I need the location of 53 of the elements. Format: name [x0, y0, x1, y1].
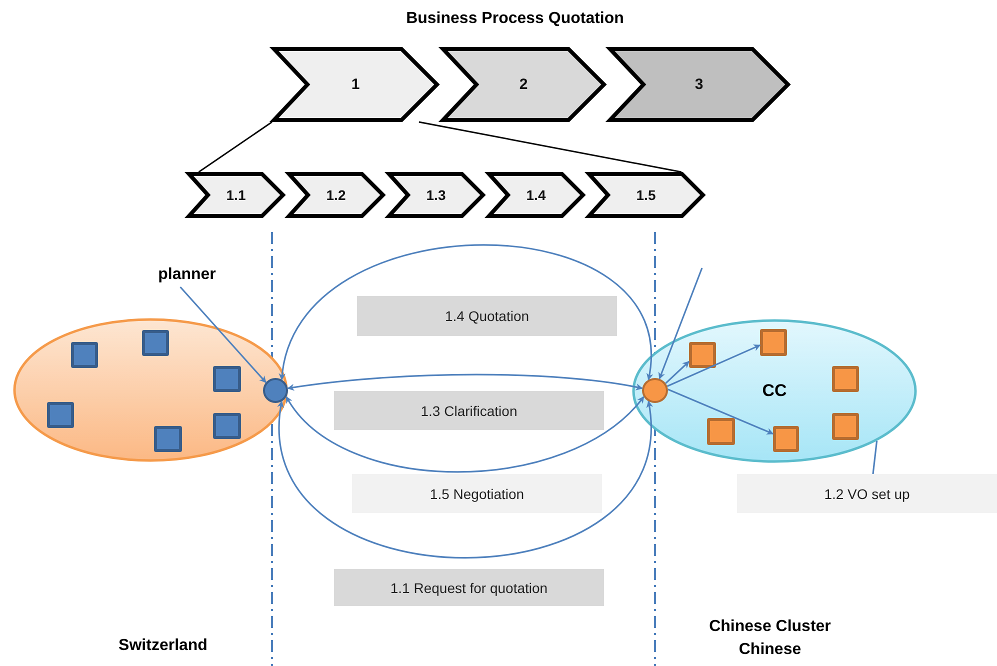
step-number: 1.1 — [226, 187, 246, 203]
arrow — [665, 360, 690, 384]
member-square — [71, 342, 98, 368]
process-step — [608, 47, 790, 122]
cluster-ellipse — [13, 318, 288, 462]
zoom-line — [418, 121, 682, 173]
member-square — [213, 366, 241, 392]
leader-line — [872, 440, 878, 474]
role-label: planner — [120, 263, 254, 287]
process-step — [387, 172, 485, 218]
member-square — [832, 366, 859, 392]
process-step — [272, 47, 439, 122]
curved-arrow — [286, 396, 644, 473]
member-square — [760, 329, 787, 356]
step-label-box: 1.2 VO set up — [737, 474, 997, 513]
step-number: 1.3 — [426, 187, 446, 203]
cluster-label: CC — [762, 381, 787, 401]
member-square — [832, 413, 859, 440]
region-label: Switzerland — [118, 637, 208, 655]
process-step — [441, 47, 606, 122]
curved-arrow — [278, 400, 652, 558]
step-number: 1.4 — [526, 187, 546, 203]
member-square — [142, 330, 169, 356]
step-number: 1.5 — [636, 187, 656, 203]
step-number: 3 — [694, 76, 704, 93]
member-square — [154, 426, 182, 452]
arrow — [668, 388, 774, 435]
step-label-box: 1.4 Quotation — [357, 296, 617, 336]
member-square — [213, 413, 241, 439]
step-label-box: 1.5 Negotiation — [352, 474, 602, 513]
process-step — [487, 172, 585, 218]
step-label-box: 1.3 Clarification — [334, 391, 604, 430]
member-square — [47, 402, 74, 428]
region-label: Chinese — [738, 641, 802, 659]
region-label: Chinese Cluster — [708, 618, 832, 636]
member-square — [689, 342, 716, 368]
process-step — [187, 172, 285, 218]
step-number: 1 — [351, 76, 360, 93]
step-label-box: 1.1 Request for quotation — [334, 569, 604, 606]
arrow — [666, 344, 761, 387]
process-step — [287, 172, 385, 218]
cluster-ellipse — [632, 319, 917, 463]
step-number: 1.2 — [326, 187, 346, 203]
process-step — [587, 172, 705, 218]
curved-arrow — [280, 244, 652, 380]
curved-arrow — [287, 374, 643, 391]
leader-arrow — [180, 286, 267, 383]
member-square — [773, 426, 799, 452]
member-square — [707, 418, 735, 445]
step-number: 2 — [519, 76, 528, 93]
diagram-title: Business Process Quotation — [405, 10, 625, 28]
arrow — [658, 268, 703, 380]
zoom-line — [198, 121, 272, 173]
